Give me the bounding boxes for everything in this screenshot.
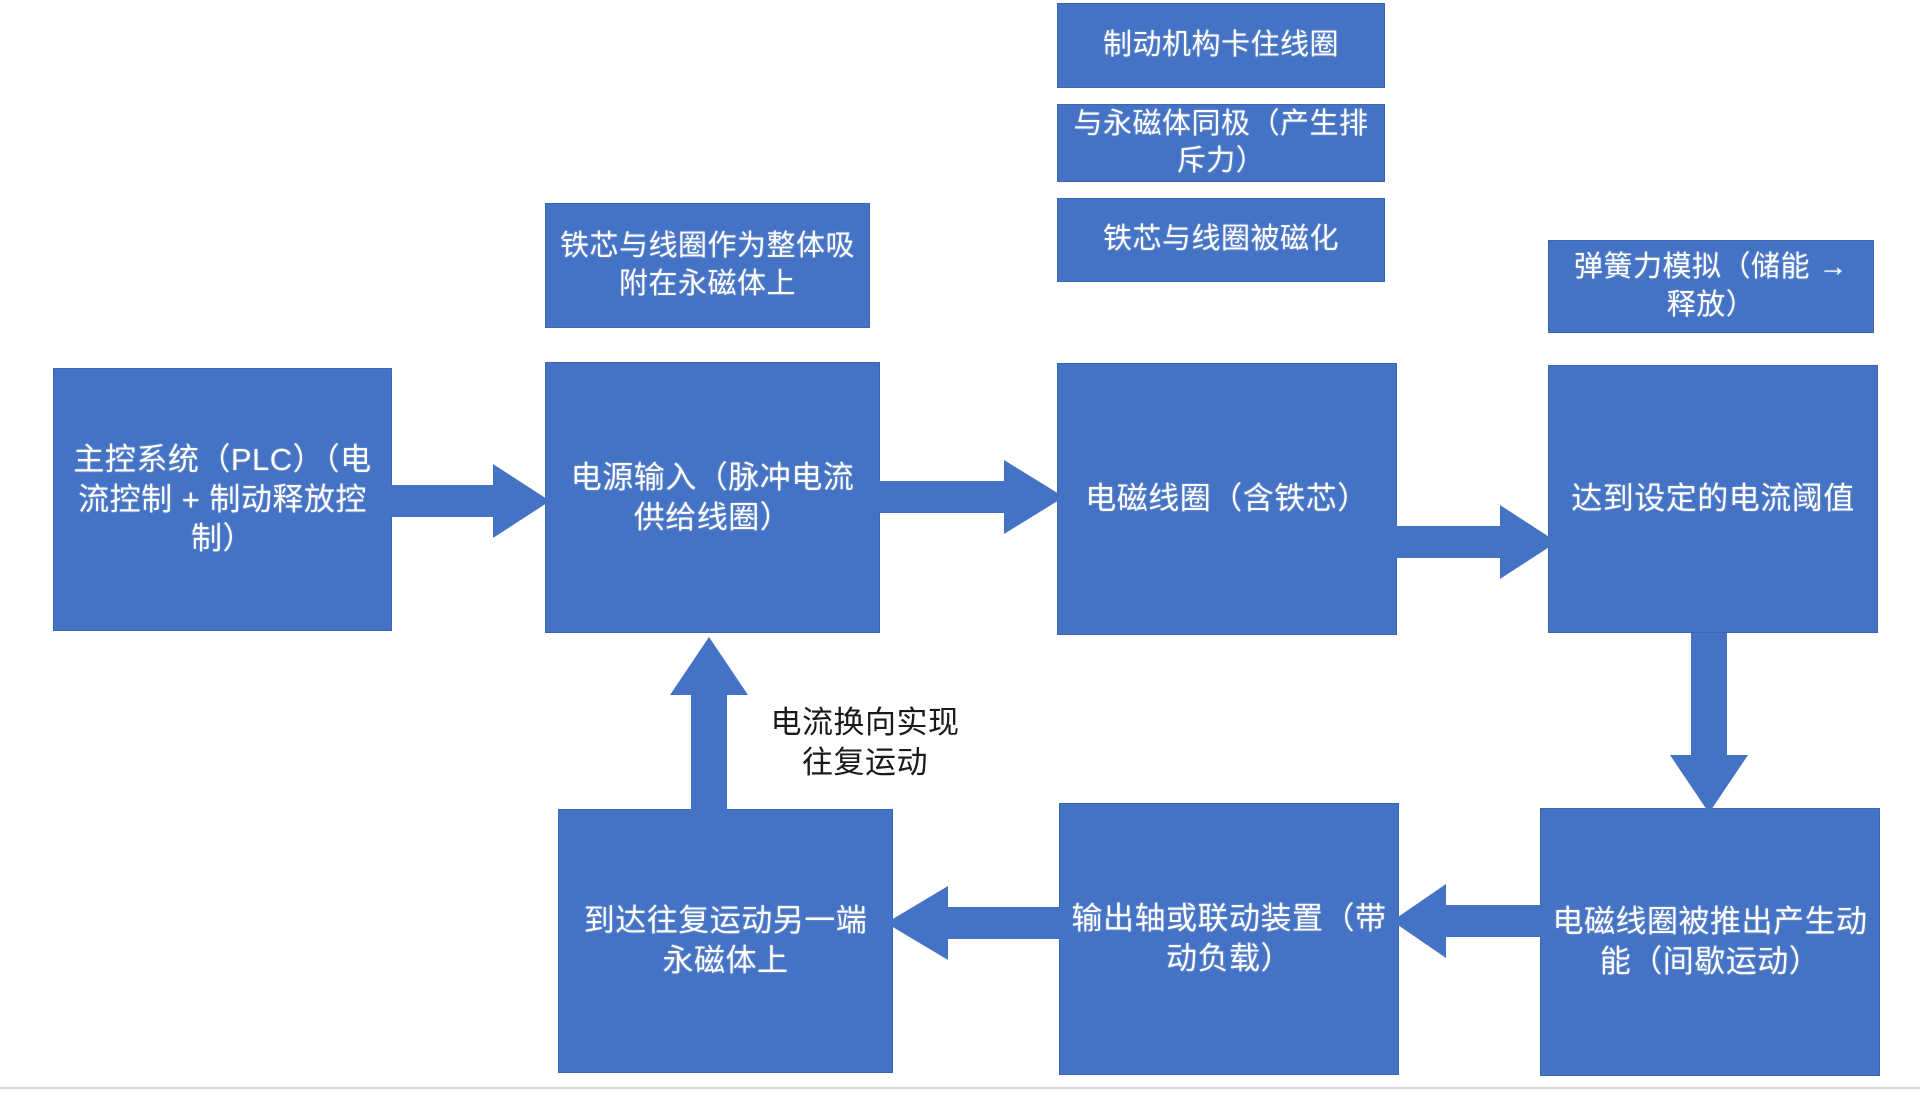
node-power-input[interactable]: 电源输入（脉冲电流供给线圈） (545, 362, 880, 633)
arrow-output-shaft-to-other-end (886, 884, 1066, 962)
node-output-shaft[interactable]: 输出轴或联动装置（带动负载） (1059, 803, 1399, 1075)
node-coil-pushed[interactable]: 电磁线圈被推出产生动能（间歇运动） (1540, 808, 1880, 1076)
arrow-power-input-to-coil (876, 458, 1064, 536)
node-other-end[interactable]: 到达往复运动另一端永磁体上 (558, 809, 893, 1073)
node-coil[interactable]: 电磁线圈（含铁芯） (1057, 363, 1397, 635)
arrow-threshold-to-coil-pushed (1668, 633, 1750, 813)
node-current-threshold[interactable]: 达到设定的电流阈值 (1548, 365, 1878, 633)
node-core-attach[interactable]: 铁芯与线圈作为整体吸附在永磁体上 (545, 203, 870, 328)
arrow-coil-pushed-to-output-shaft (1392, 882, 1548, 960)
arrow-plc-to-power-input (385, 462, 550, 540)
caption-reversal-note: 电流换向实现往复运动 (770, 705, 960, 781)
node-same-pole[interactable]: 与永磁体同极（产生排斥力） (1057, 104, 1385, 182)
arrow-coil-to-threshold (1392, 503, 1557, 581)
slide-bottom-divider (0, 1087, 1920, 1089)
node-magnetized[interactable]: 铁芯与线圈被磁化 (1057, 198, 1385, 282)
arrow-other-end-to-power-input (668, 637, 750, 813)
node-spring-sim[interactable]: 弹簧力模拟（储能 → 释放） (1548, 240, 1874, 333)
node-plc[interactable]: 主控系统（PLC）（电流控制 + 制动释放控制） (53, 368, 392, 631)
node-brake-lock[interactable]: 制动机构卡住线圈 (1057, 3, 1385, 88)
